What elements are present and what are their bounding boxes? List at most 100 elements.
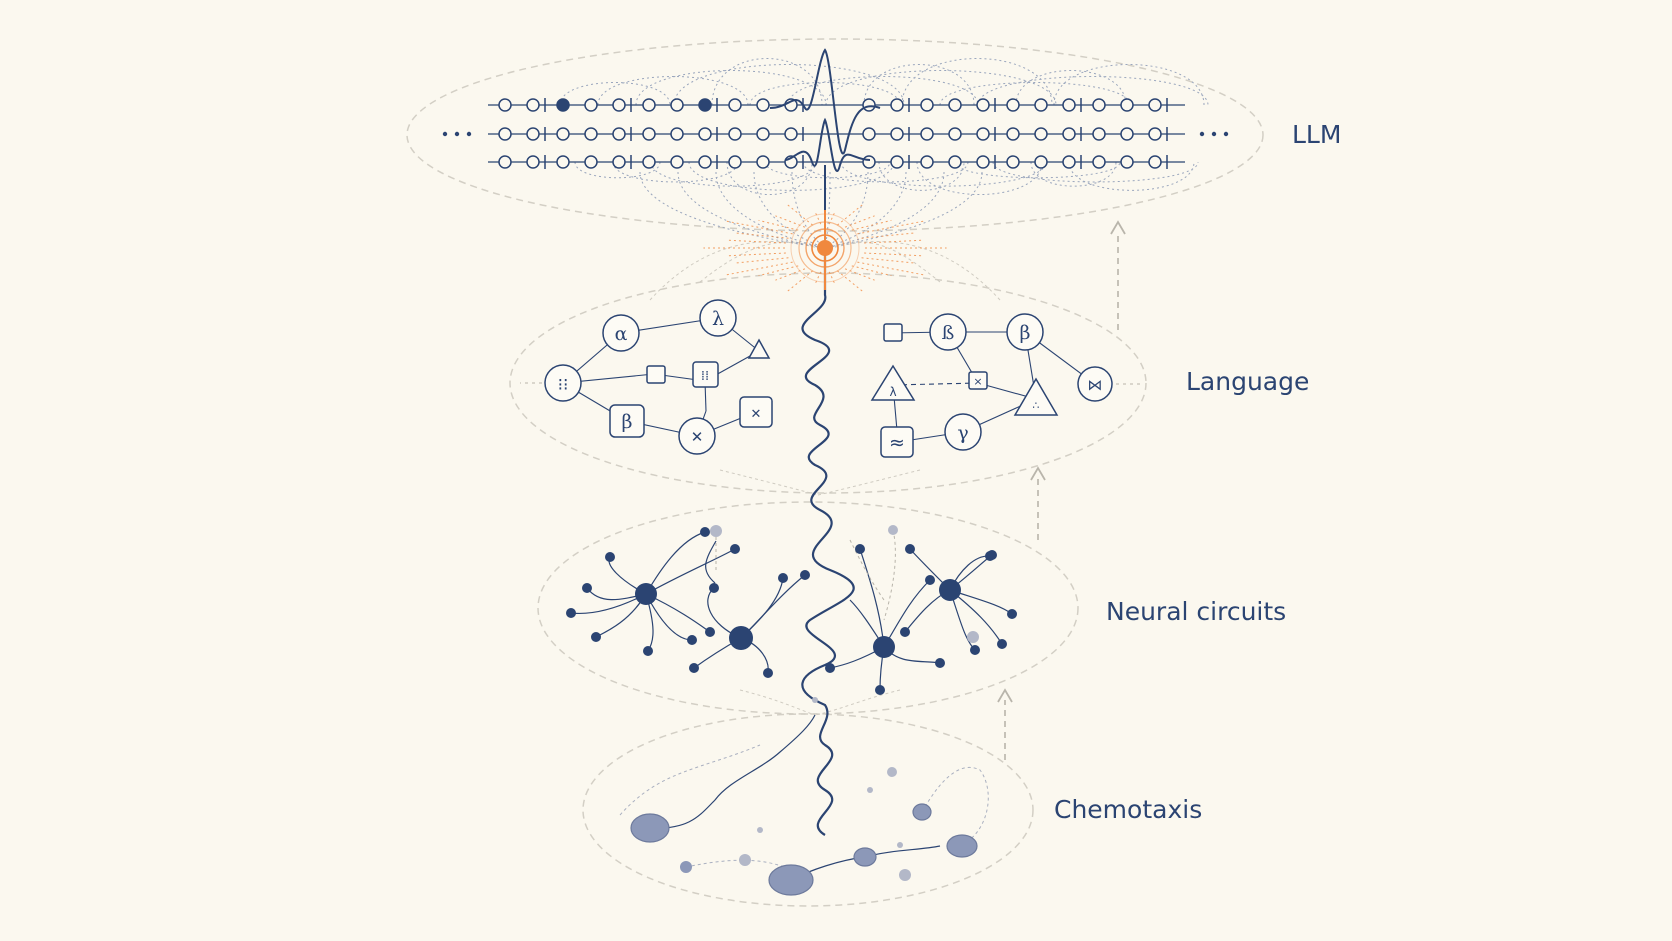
glyph-node: ⋈ [1077,366,1113,402]
neuron-terminal [1007,609,1017,619]
neuron-faint-node [710,525,722,537]
token-node [612,127,626,141]
attention-arc [726,161,813,196]
attention-arc [711,58,823,106]
token-node [1120,155,1134,169]
neuron-terminal [687,635,697,645]
pulse-ray [851,219,892,231]
token-node [756,155,770,169]
svg-text:⁝⁝: ⁝⁝ [558,375,569,395]
attention-arc [916,161,1043,195]
neuron-terminal [970,645,980,655]
token-node [756,98,770,112]
neuron-terminal [935,658,945,668]
token-node [1034,127,1048,141]
neuron-terminal [997,639,1007,649]
attention-arc [939,82,1131,106]
token-node [976,127,990,141]
neural-circuits-layer-ellipse [537,501,1079,715]
token-node [1062,98,1076,112]
token-node [584,98,598,112]
neuron-faint-node [967,631,979,643]
neuron-soma [635,583,657,605]
token-node [948,155,962,169]
neuron-soma [873,636,895,658]
svg-text:∴: ∴ [1033,399,1040,412]
token-node [498,98,512,112]
attention-arc [1030,161,1117,187]
convergence-thread [824,171,831,249]
glyph-node: ⁝⁝ [544,364,582,402]
chemotaxis-label: Chemotaxis [1054,795,1202,824]
neuron-faint-node [888,525,898,535]
token-node [784,127,798,141]
pulse-ray [787,270,813,292]
neural-dendrites [570,531,1013,691]
svg-text:λ: λ [889,385,896,399]
attention-arc [597,76,749,106]
attention-arc [764,161,891,179]
convergence-thread [824,171,983,249]
token-node [1148,127,1162,141]
token-node [642,155,656,169]
token-node [612,98,626,112]
attention-arc [612,161,739,183]
chemotaxis-particle [867,787,873,793]
token-node [862,155,876,169]
glyph-square-node [883,323,903,342]
token-node [890,155,904,169]
token-node [670,155,684,169]
convergence-thread [824,171,869,249]
chemotaxis-faint-trail [685,859,792,871]
neuron-terminal [925,575,935,585]
token-node [584,127,598,141]
token-node [670,127,684,141]
token-node [1062,127,1076,141]
neuron-terminal [643,646,653,656]
neuron-terminals [566,527,1017,695]
token-node [1006,127,1020,141]
triangle-node [747,338,771,359]
convergence-thread [715,171,826,249]
svg-text:ß: ß [942,322,955,344]
svg-text:β: β [1020,322,1031,344]
glyph-square-node: × [968,371,988,390]
token-node [1148,155,1162,169]
token-node [1006,98,1020,112]
token-node [862,127,876,141]
token-node [1034,155,1048,169]
chemotaxis-particle [899,869,911,881]
convergence-thread [791,171,826,249]
token-node [612,155,626,169]
neuron-terminal [591,632,601,642]
neuron-terminal [800,570,810,580]
token-node [698,155,712,169]
svg-text:≈: ≈ [889,432,905,454]
token-node [526,98,540,112]
triangle-node: λ [870,364,916,401]
neuron-soma [939,579,961,601]
chemotaxis-particle [757,827,763,833]
token-node [1120,127,1134,141]
token-node [728,155,742,169]
glyph-square-node: ✕ [739,396,773,428]
token-node [498,155,512,169]
convergence-thread [824,171,945,249]
pulse-ray [837,270,863,292]
svg-text:α: α [615,323,628,345]
pulse-ray [734,232,789,239]
cell-blob [946,834,978,858]
token-node [890,98,904,112]
token-node [526,127,540,141]
chemotaxis-particle [812,697,818,703]
token-node [670,98,684,112]
token-node [1034,98,1048,112]
language-layer-ellipse [509,272,1147,494]
pulse-ray [844,268,875,281]
pulse-ray [864,252,923,257]
token-node [642,127,656,141]
attention-arc [825,70,1057,106]
neuron-terminal [582,583,592,593]
glyph-node: ✕ [678,417,716,455]
